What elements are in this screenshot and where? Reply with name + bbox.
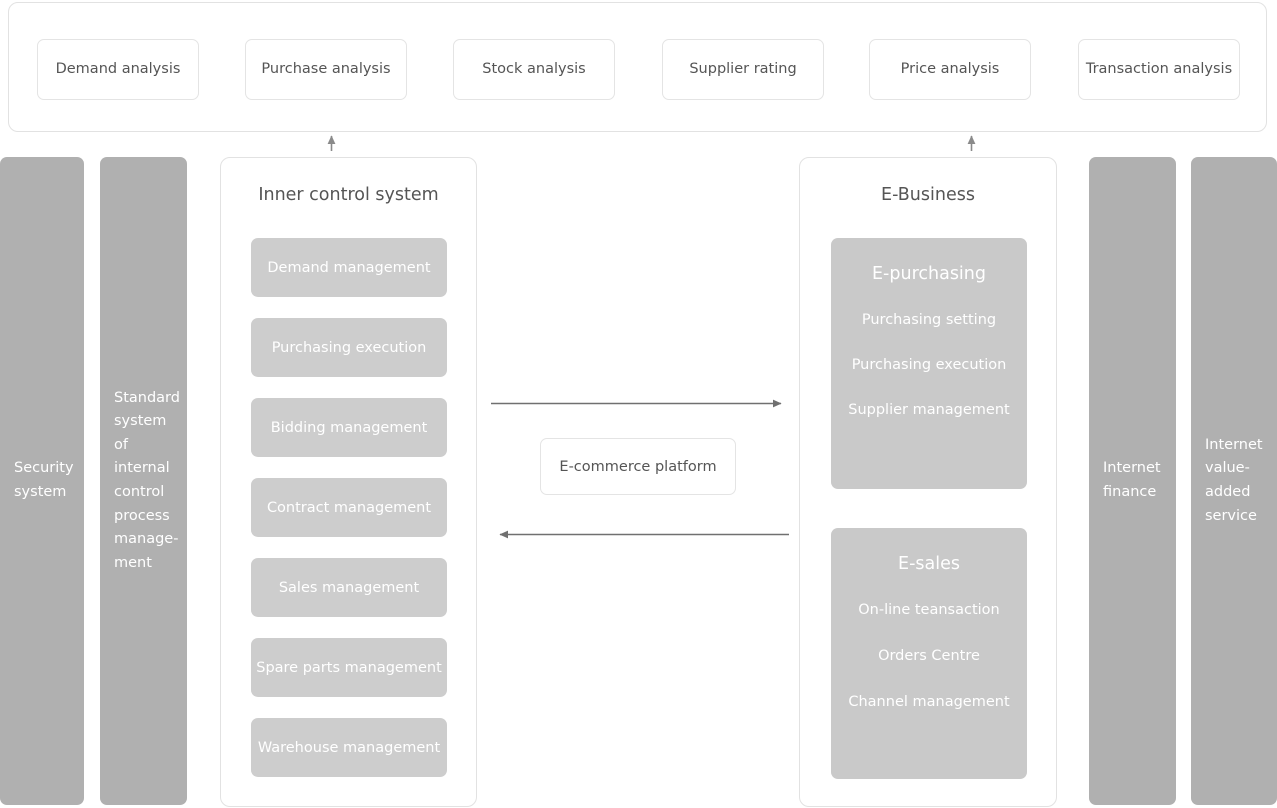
ics-item-label: Spare parts management — [256, 659, 442, 676]
analysis-chip-price[interactable]: Price analysis — [869, 39, 1031, 100]
panel-title-e-business: E-Business — [881, 185, 975, 205]
eb-group-title: E-purchasing — [872, 264, 986, 284]
ics-item-demand-management[interactable]: Demand management — [251, 238, 447, 297]
pillar-internet-value-added-service[interactable]: Internet value- added service — [1191, 157, 1277, 805]
pillar-label: Security system — [14, 460, 74, 500]
analysis-chip-label: Demand analysis — [55, 60, 181, 77]
analysis-chip-stock[interactable]: Stock analysis — [453, 39, 615, 100]
eb-group-item: Purchasing setting — [861, 312, 997, 328]
eb-group-item: Orders Centre — [878, 648, 980, 664]
analysis-chip-label: Supplier rating — [689, 60, 797, 77]
panel-title-inner-control-system: Inner control system — [258, 185, 439, 205]
ics-item-label: Bidding management — [270, 419, 428, 436]
ics-item-purchasing-execution[interactable]: Purchasing execution — [251, 318, 447, 377]
pillar-security-system[interactable]: Security system — [0, 157, 84, 805]
analysis-bar: Demand analysis Purchase analysis Stock … — [8, 2, 1267, 132]
ics-item-label: Warehouse management — [257, 739, 441, 756]
ics-item-spare-parts-management[interactable]: Spare parts management — [251, 638, 447, 697]
ics-item-label: Contract management — [266, 499, 432, 516]
pillar-label: Standard system of internal control proc… — [114, 389, 180, 571]
pillar-internet-finance[interactable]: Internet finance — [1089, 157, 1176, 805]
pillar-label: Internet value- added service — [1205, 436, 1263, 524]
analysis-chip-label: Transaction analysis — [1085, 60, 1233, 77]
e-commerce-platform-label: E-commerce platform — [559, 458, 717, 475]
analysis-chip-transaction[interactable]: Transaction analysis — [1078, 39, 1240, 100]
eb-group-item: Supplier management — [848, 402, 1010, 418]
panel-e-business: E-Business E-purchasing Purchasing setti… — [799, 157, 1057, 807]
ics-item-warehouse-management[interactable]: Warehouse management — [251, 718, 447, 777]
eb-group-e-sales[interactable]: E-sales On-line teansaction Orders Centr… — [831, 528, 1027, 779]
analysis-chip-label: Price analysis — [900, 60, 1000, 77]
eb-group-item: Purchasing execution — [851, 357, 1007, 373]
eb-group-item: Channel management — [848, 694, 1010, 710]
eb-group-title: E-sales — [898, 554, 960, 574]
analysis-chip-demand[interactable]: Demand analysis — [37, 39, 199, 100]
analysis-chip-supplier-rating[interactable]: Supplier rating — [662, 39, 824, 100]
ics-item-label: Demand management — [267, 259, 431, 276]
analysis-chip-purchase[interactable]: Purchase analysis — [245, 39, 407, 100]
ics-item-sales-management[interactable]: Sales management — [251, 558, 447, 617]
eb-group-item: On-line teansaction — [858, 602, 1000, 618]
analysis-chip-label: Purchase analysis — [261, 60, 391, 77]
analysis-chip-label: Stock analysis — [482, 60, 586, 77]
panel-inner-control-system: Inner control system Demand management P… — [220, 157, 477, 807]
pillar-label: Internet finance — [1103, 460, 1161, 500]
ics-item-label: Sales management — [278, 579, 420, 596]
eb-group-e-purchasing[interactable]: E-purchasing Purchasing setting Purchasi… — [831, 238, 1027, 489]
ics-item-label: Purchasing execution — [271, 339, 427, 356]
ics-item-contract-management[interactable]: Contract management — [251, 478, 447, 537]
e-commerce-platform-box[interactable]: E-commerce platform — [540, 438, 736, 495]
pillar-standard-system[interactable]: Standard system of internal control proc… — [100, 157, 187, 805]
ics-item-bidding-management[interactable]: Bidding management — [251, 398, 447, 457]
